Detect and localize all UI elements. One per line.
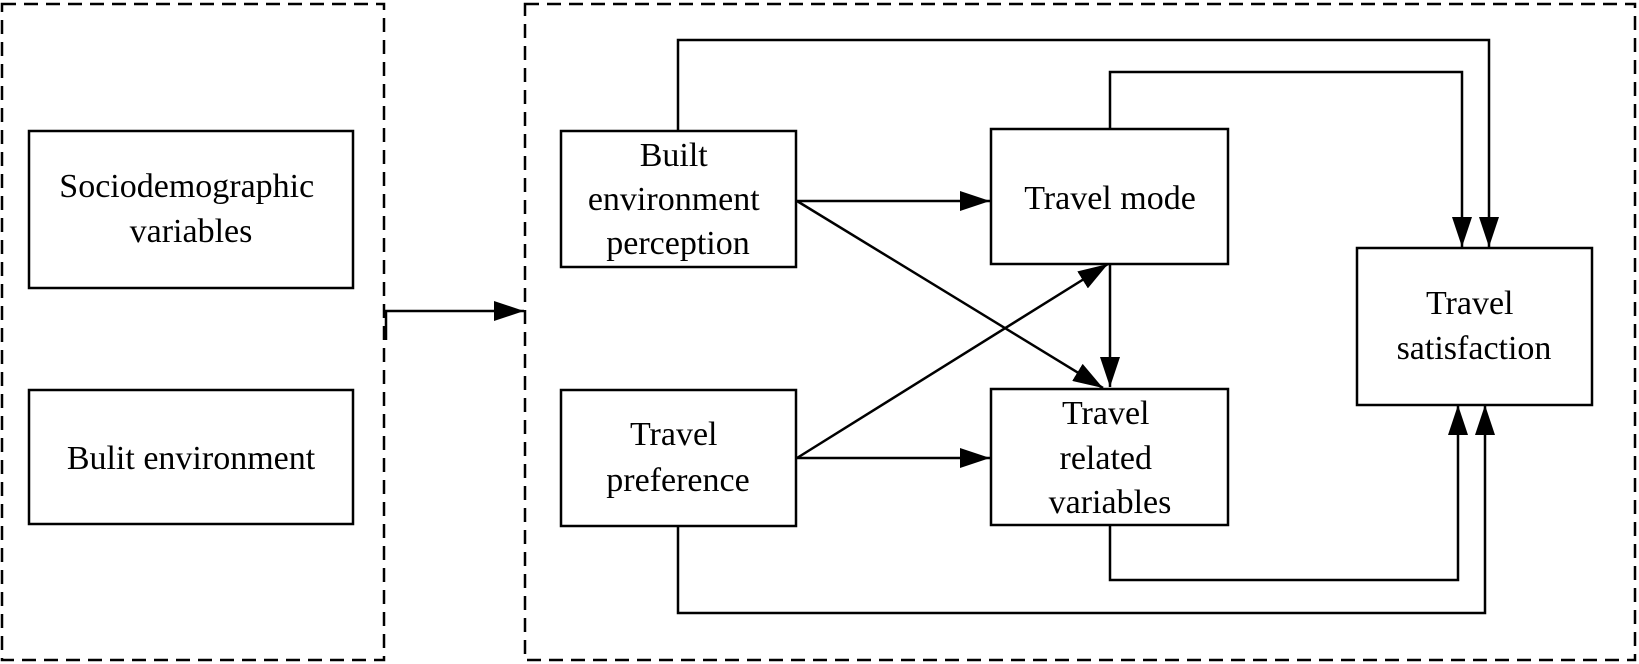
edge-preference-to-mode [796, 262, 1109, 460]
node-built-environment-perception-label: Built environment perception [588, 137, 768, 262]
node-sociodemographic-label: Sociodemographic variables [59, 168, 322, 250]
edge-related-to-satisfaction [1108, 405, 1468, 582]
node-travel-related-variables-label: Travel related variables [1049, 395, 1172, 521]
node-travel-mode-label: Travel mode [1024, 180, 1196, 217]
model-group [523, 2, 1637, 662]
node-bulit-environment: Bulit environment [27, 388, 355, 526]
node-travel-mode: Travel mode [989, 127, 1230, 266]
node-travel-satisfaction-label: Travel satisfaction [1397, 285, 1552, 367]
node-sociodemographic: Sociodemographic variables [27, 129, 355, 290]
edge-perception-to-related [796, 199, 1104, 390]
edge-preference-to-satisfaction [676, 405, 1495, 615]
exogenous-group [0, 2, 386, 662]
edge-perception-to-satisfaction [676, 38, 1499, 247]
node-bulit-environment-label: Bulit environment [67, 440, 316, 477]
node-travel-related-variables: Travel related variables [989, 387, 1230, 527]
node-built-environment-perception: Built environment perception [559, 129, 798, 269]
node-travel-preference-label: Travel preference [606, 416, 749, 499]
node-travel-preference: Travel preference [559, 388, 798, 528]
node-travel-satisfaction: Travel satisfaction [1355, 246, 1594, 407]
edge-exogenous-to-model [384, 301, 524, 340]
edge-mode-to-satisfaction [1108, 70, 1472, 247]
